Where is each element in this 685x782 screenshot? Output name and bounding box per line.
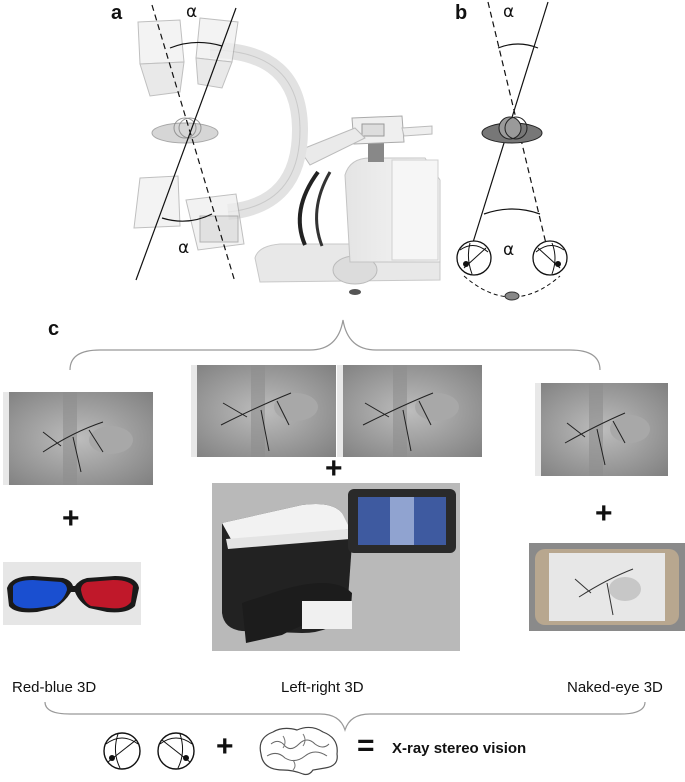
xray-image-red-blue — [3, 392, 153, 485]
eyes-icon — [103, 732, 195, 770]
plus-sign-right: + — [595, 497, 613, 530]
panel-label-b: b — [455, 2, 468, 24]
angle-label-top-b: α — [503, 2, 515, 22]
plus-sign-middle: + — [325, 452, 343, 485]
angle-label-bottom-b: α — [503, 240, 515, 260]
red-blue-glasses-photo — [3, 562, 141, 625]
panel-label-a: a — [111, 2, 123, 24]
right-eye-icon — [532, 240, 568, 276]
plus-sign-bottom: + — [216, 730, 234, 763]
plus-sign-left: + — [62, 502, 80, 535]
equals-sign: = — [357, 729, 375, 762]
result-label: X-ray stereo vision — [392, 740, 527, 757]
mode-label-naked-eye: Naked-eye 3D — [567, 679, 663, 696]
stereo-geometry-diagram — [456, 1, 568, 301]
eye-icon-left — [103, 732, 141, 770]
eye-icon-right — [157, 732, 195, 770]
xray-image-right-view — [337, 365, 482, 457]
brain-icon — [259, 726, 338, 776]
c-arm-illustration — [133, 4, 441, 295]
bottom-brace — [44, 701, 646, 733]
xray-image-left-view — [191, 365, 336, 457]
angle-label-bottom-a: α — [178, 238, 190, 258]
left-eye-icon — [456, 240, 492, 276]
angle-label-top-a: α — [186, 2, 198, 22]
top-brace — [69, 319, 601, 371]
xray-image-naked-eye — [535, 383, 668, 476]
mode-label-red-blue: Red-blue 3D — [12, 679, 97, 696]
mode-label-left-right: Left-right 3D — [281, 679, 364, 696]
vr-headset-photo — [212, 483, 460, 651]
phone-photo — [529, 543, 685, 631]
panel-label-c: c — [48, 318, 60, 340]
